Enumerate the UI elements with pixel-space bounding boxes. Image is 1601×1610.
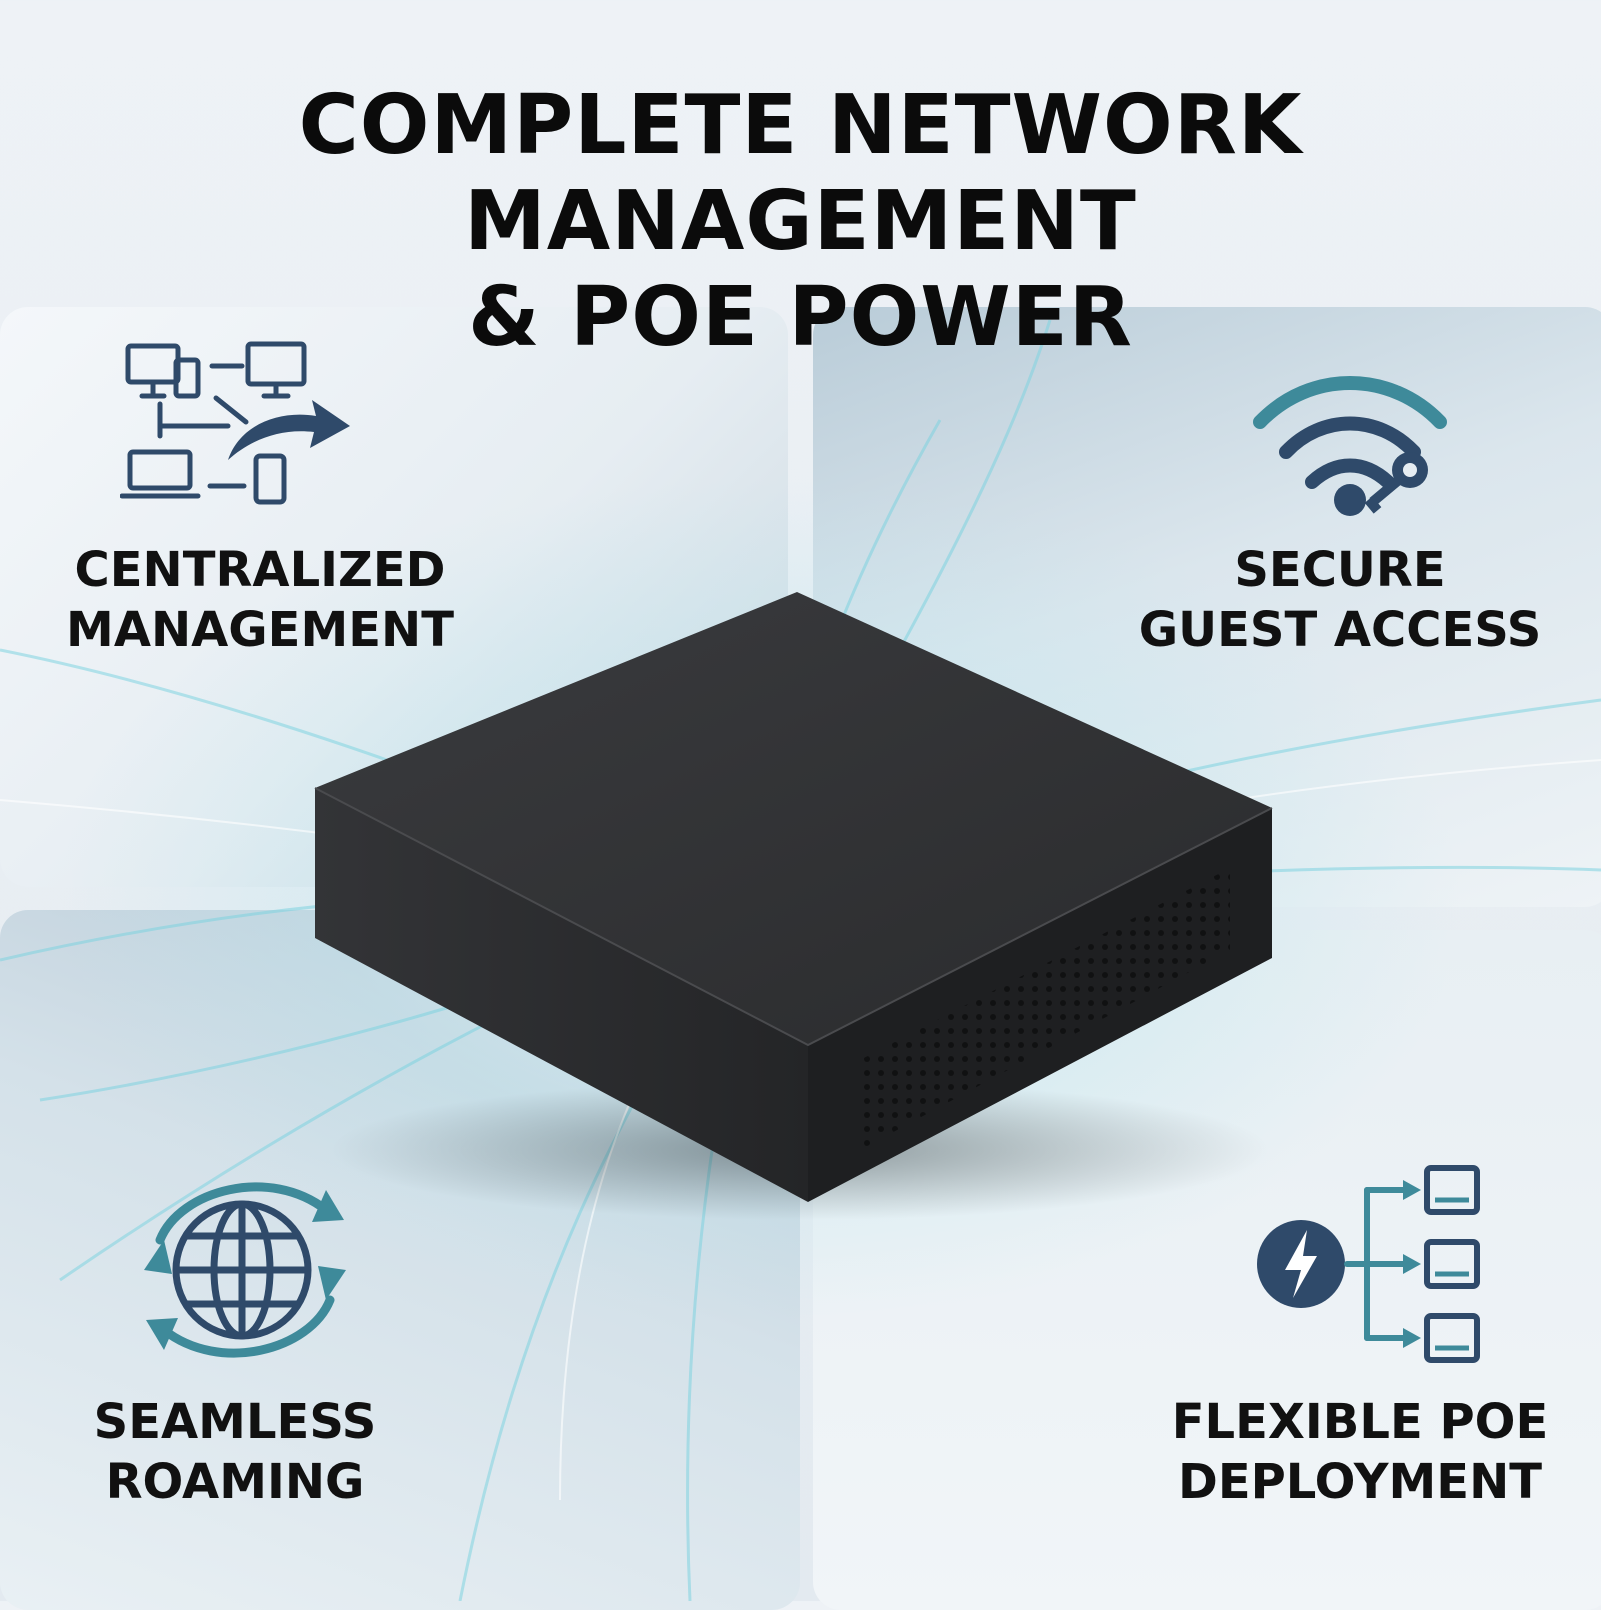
feature-label-line: ROAMING xyxy=(105,1454,365,1510)
page-title: COMPLETE NETWORK MANAGEMENT & POE POWER xyxy=(0,78,1601,366)
network-switch-device xyxy=(314,592,1273,1220)
feature-label-line: FLEXIBLE POE xyxy=(1171,1394,1549,1450)
title-line-2: & POE POWER xyxy=(468,270,1133,365)
feature-label-line: GUEST ACCESS xyxy=(1138,602,1542,658)
feature-label-line: DEPLOYMENT xyxy=(1177,1454,1542,1510)
wifi-key-icon xyxy=(1253,376,1447,516)
feature-label-line: SEAMLESS xyxy=(93,1394,377,1450)
feature-label-line: SECURE xyxy=(1234,542,1446,598)
feature-centralized-management: CENTRALIZED MANAGEMENT xyxy=(60,540,460,660)
feature-label-line: MANAGEMENT xyxy=(66,602,454,658)
network-devices-icon xyxy=(120,341,350,505)
feature-label-line: CENTRALIZED xyxy=(74,542,446,598)
poe-lightning-icon xyxy=(1257,1165,1480,1363)
title-line-1: COMPLETE NETWORK MANAGEMENT xyxy=(298,78,1303,269)
feature-flexible-poe-deployment: FLEXIBLE POE DEPLOYMENT xyxy=(1160,1392,1560,1512)
globe-arrows-icon xyxy=(144,1182,346,1358)
feature-seamless-roaming: SEAMLESS ROAMING xyxy=(60,1392,410,1512)
feature-secure-guest-access: SECURE GUEST ACCESS xyxy=(1130,540,1550,660)
